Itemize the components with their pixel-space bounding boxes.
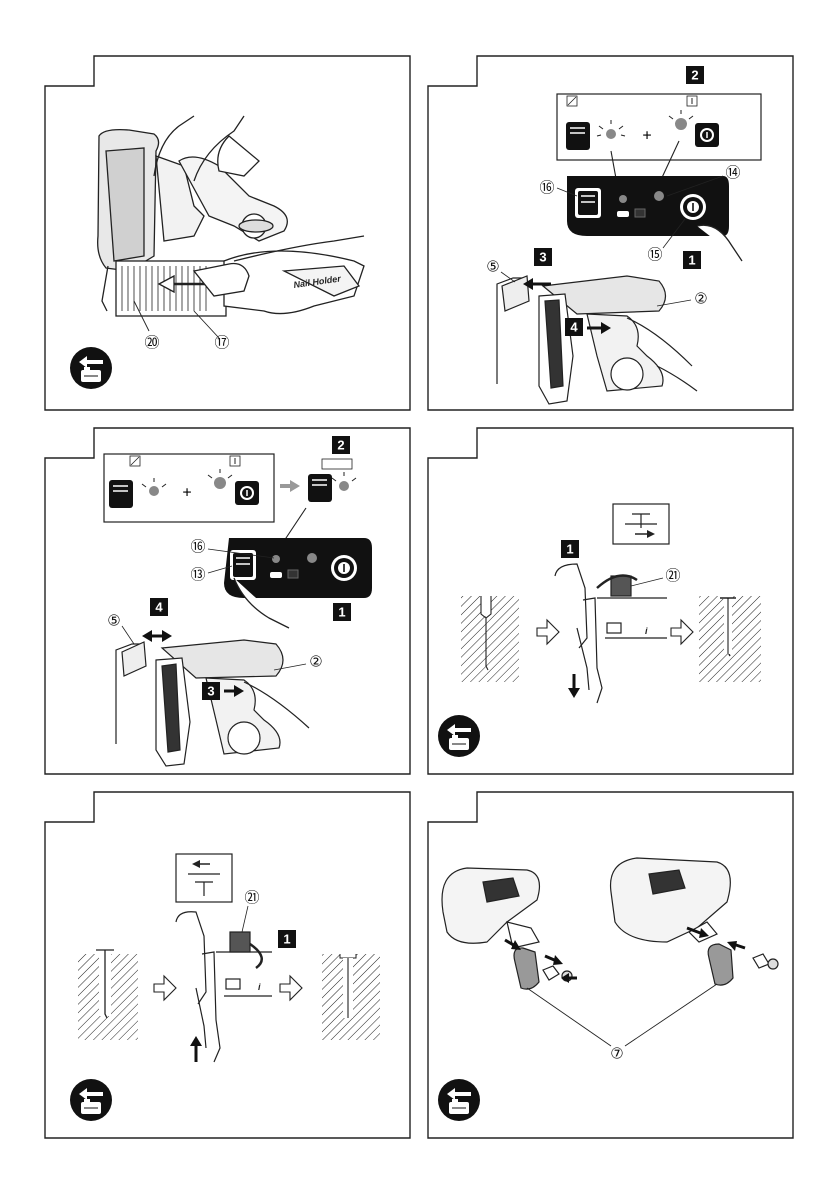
step-4: 4 <box>570 320 578 335</box>
callout-21: ㉑ <box>665 568 680 585</box>
nailer-illustration <box>497 276 697 404</box>
callout-17: ⑰ <box>214 335 229 352</box>
callout-21: ㉑ <box>244 890 259 907</box>
step-1: 1 <box>688 253 695 268</box>
callout-16: ⑯ <box>539 180 554 197</box>
step-2: 2 <box>337 438 344 453</box>
led-indicator-box: + <box>557 94 761 160</box>
brand-mark: i <box>258 982 261 992</box>
battery-remove-icon <box>438 1079 480 1121</box>
nailer-illustration <box>555 564 667 703</box>
callout-15: ⑮ <box>647 247 662 264</box>
callout-2: ② <box>309 654 322 671</box>
battery-remove-icon <box>70 1079 112 1121</box>
callout-5: ⑤ <box>107 613 120 630</box>
callout-13: ⑬ <box>190 567 205 584</box>
panel-6: ⑦ <box>427 792 795 1140</box>
callout-14: ⑭ <box>725 165 740 182</box>
panel-4: i 1 ㉑ <box>427 428 795 776</box>
callout-16: ⑯ <box>190 539 205 556</box>
step-1: 1 <box>283 932 290 947</box>
plus-sign-2: + <box>642 128 651 145</box>
depth-deeper-icon <box>613 504 669 544</box>
step-1: 1 <box>338 605 345 620</box>
step-3: 3 <box>207 684 214 699</box>
panel-3: 2 + ⑯ ⑬ <box>44 428 412 776</box>
callout-20: ⑳ <box>144 335 159 352</box>
battery-remove-icon <box>70 347 112 389</box>
step-1: 1 <box>566 542 573 557</box>
step-2: 2 <box>691 68 698 83</box>
panel-1: Nail Holder ⑳ ⑰ <box>44 56 412 412</box>
hook-tool-right <box>611 858 778 985</box>
battery-remove-icon <box>438 715 480 757</box>
hook-tool-left <box>442 868 572 989</box>
step-3: 3 <box>539 250 546 265</box>
depth-shallower-icon <box>176 854 232 902</box>
brand-mark: i <box>645 626 648 636</box>
panel-5: i 1 ㉑ <box>44 792 412 1140</box>
panel-2: 2 + ⑯ ⑭ ⑮ 1 <box>427 56 795 412</box>
callout-2: ② <box>694 291 707 308</box>
callout-5: ⑤ <box>486 259 499 276</box>
step-4: 4 <box>155 600 163 615</box>
nailer-illustration <box>98 116 364 316</box>
callout-7: ⑦ <box>610 1046 623 1063</box>
control-panel <box>224 538 372 598</box>
plus-sign-3: + <box>182 485 191 502</box>
nailer-illustration <box>116 640 309 766</box>
led-indicator-box: + <box>104 454 274 522</box>
